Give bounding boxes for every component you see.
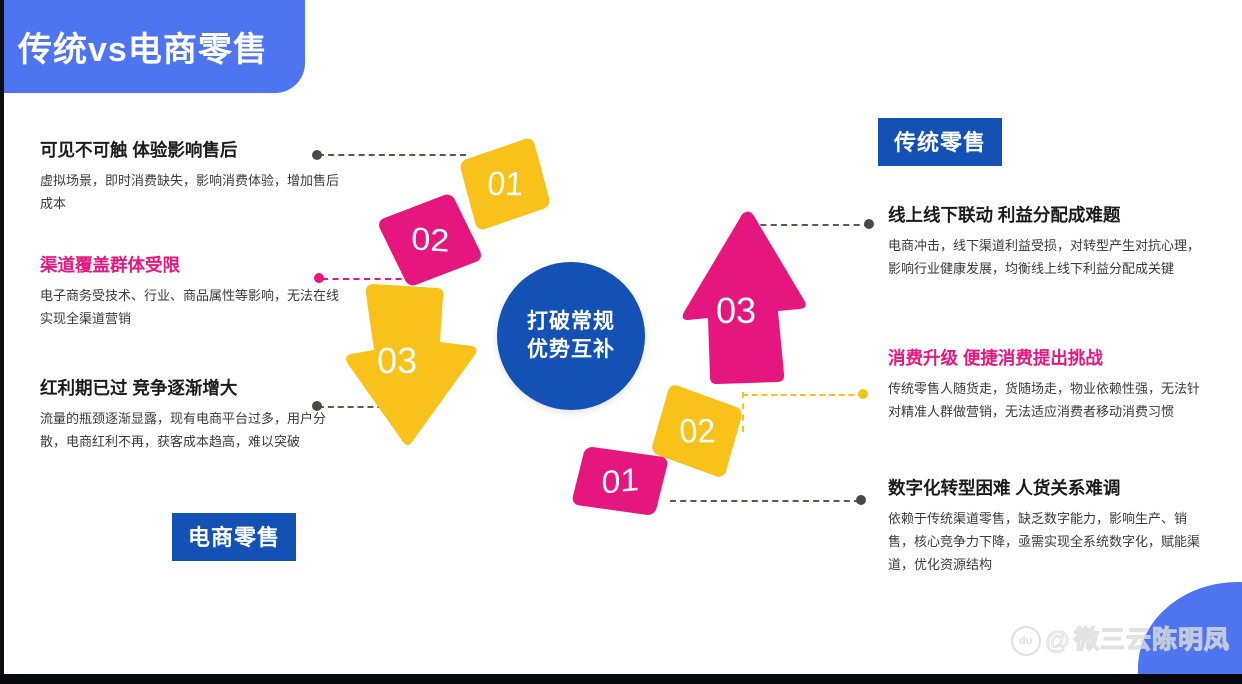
connector-stub-right-2 [742,392,744,432]
connector-dot-right-1 [864,219,874,229]
marker-left-03-arrow [340,280,480,450]
center-line-2: 优势互补 [527,338,615,361]
connector-dot-left-1 [312,150,322,160]
left-block-3-title: 红利期已过 竞争逐渐增大 [40,378,238,398]
bottom-edge-bar [0,674,1242,684]
right-block-1-title: 线上线下联动 利益分配成难题 [888,205,1121,225]
marker-left-03-label: 03 [377,340,418,381]
left-block-1-body: 虚拟场景，即时消费缺失，影响消费体验，增加售后成本 [40,172,340,211]
center-line-1: 打破常规 [527,309,615,333]
watermark: du @ 微三云陈明凤 [1010,626,1230,656]
right-block-2-title: 消费升级 便捷消费提出挑战 [888,348,1103,368]
center-circle: 打破常规 优势互补 [497,262,645,410]
left-block-2-title: 渠道覆盖群体受限 [40,255,180,275]
connector-dot-left-2 [314,273,324,283]
connector-line-right-3 [670,500,860,502]
right-block-1: 线上线下联动 利益分配成难题 电商冲击，线下渠道利益受损，对转型产生对抗心理，影… [888,205,1208,280]
right-block-1-body: 电商冲击，线下渠道利益受损，对转型产生对抗心理，影响行业健康发展，均衡线上线下利… [888,237,1201,276]
connector-dot-left-3 [312,401,322,411]
page-title: 传统vs电商零售 [18,31,268,69]
connector-dot-right-2 [858,389,868,399]
left-edge-bar [0,0,4,684]
marker-right-01-label: 01 [601,460,639,501]
watermark-text: 微三云陈明凤 [1073,626,1230,655]
header-banner: 传统vs电商零售 [0,0,305,93]
right-block-2: 消费升级 便捷消费提出挑战 传统零售人随货走，货随场走，物业依赖性强，无法针对精… [888,348,1208,423]
marker-left-01-label: 01 [485,164,525,203]
left-block-3: 红利期已过 竞争逐渐增大 流量的瓶颈逐渐显露，现有电商平台过多，用户分散，电商红… [40,378,340,453]
right-block-3-body: 依赖于传统渠道零售，缺乏数字能力，影响生产、销售，核心竞争力下降，亟需实现全系统… [888,510,1201,573]
connector-line-right-1 [750,224,870,226]
left-block-2-body: 电子商务受技术、行业、商品属性等影响，无法在线实现全渠道营销 [40,287,340,326]
marker-left-02-label: 02 [410,220,450,259]
up-arrow-icon [682,211,806,385]
connector-line-left-2 [322,278,412,280]
badge-ecommerce-retail: 电商零售 [172,513,297,561]
marker-right-02-label: 02 [677,411,717,450]
badge-traditional-retail: 传统零售 [878,118,1003,166]
left-block-1: 可见不可触 体验影响售后 虚拟场景，即时消费缺失，影响消费体验，增加售后成本 [40,140,340,215]
connector-dot-right-3 [856,495,866,505]
at-symbol-icon: @ [1044,626,1071,655]
down-arrow-icon [346,284,477,445]
marker-right-01: 01 [570,446,670,516]
right-block-2-body: 传统零售人随货走，货随场走，物业依赖性强，无法针对精准人群做营销，无法适应消费者… [888,380,1201,419]
baidu-paw-icon: du [1010,626,1041,656]
left-block-2: 渠道覆盖群体受限 电子商务受技术、行业、商品属性等影响，无法在线实现全渠道营销 [40,255,340,330]
left-block-1-title: 可见不可触 体验影响售后 [40,140,238,160]
marker-right-03-arrow [680,208,810,388]
right-block-3: 数字化转型困难 人货关系难调 依赖于传统渠道零售，缺乏数字能力，影响生产、销售，… [888,478,1208,576]
connector-line-left-3 [318,406,413,408]
right-block-3-title: 数字化转型困难 人货关系难调 [888,478,1121,498]
marker-left-01: 01 [458,136,552,232]
marker-right-03-label: 03 [716,290,757,331]
connector-line-left-1 [318,154,466,156]
connector-line-right-2 [742,394,864,396]
marker-left-02: 02 [376,192,484,288]
left-block-3-body: 流量的瓶颈逐渐显露，现有电商平台过多，用户分散，电商红利不再，获客成本趋高，难以… [40,410,327,449]
